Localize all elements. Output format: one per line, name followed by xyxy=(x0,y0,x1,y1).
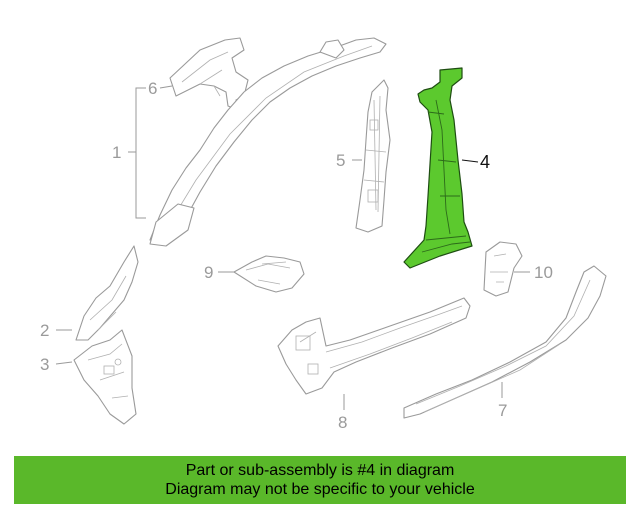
callout-1: 1 xyxy=(112,143,121,162)
leader-lines xyxy=(55,85,530,410)
part-6 xyxy=(169,37,249,111)
callout-9: 9 xyxy=(204,263,213,282)
part-1 xyxy=(149,37,387,247)
part-8 xyxy=(277,297,471,395)
callout-2: 2 xyxy=(40,321,49,340)
part-3 xyxy=(73,329,137,425)
part-7 xyxy=(403,265,607,419)
part-5 xyxy=(355,79,391,233)
callout-5: 5 xyxy=(336,151,345,170)
callout-4: 4 xyxy=(480,152,490,172)
info-banner: Part or sub-assembly is #4 in diagram Di… xyxy=(14,456,626,504)
callout-6: 6 xyxy=(148,79,157,98)
callout-7: 7 xyxy=(498,401,507,420)
callout-10: 10 xyxy=(534,263,553,282)
part-2 xyxy=(75,245,139,341)
banner-line-1: Part or sub-assembly is #4 in diagram xyxy=(185,462,455,479)
callout-8: 8 xyxy=(338,413,347,432)
banner-line-2: Diagram may not be specific to your vehi… xyxy=(165,481,475,498)
callout-3: 3 xyxy=(40,355,49,374)
part-9 xyxy=(233,255,305,293)
part-4 xyxy=(403,67,473,269)
parts-diagram: 1 2 3 4 5 6 7 8 9 10 xyxy=(40,37,607,432)
part-10 xyxy=(483,241,523,297)
